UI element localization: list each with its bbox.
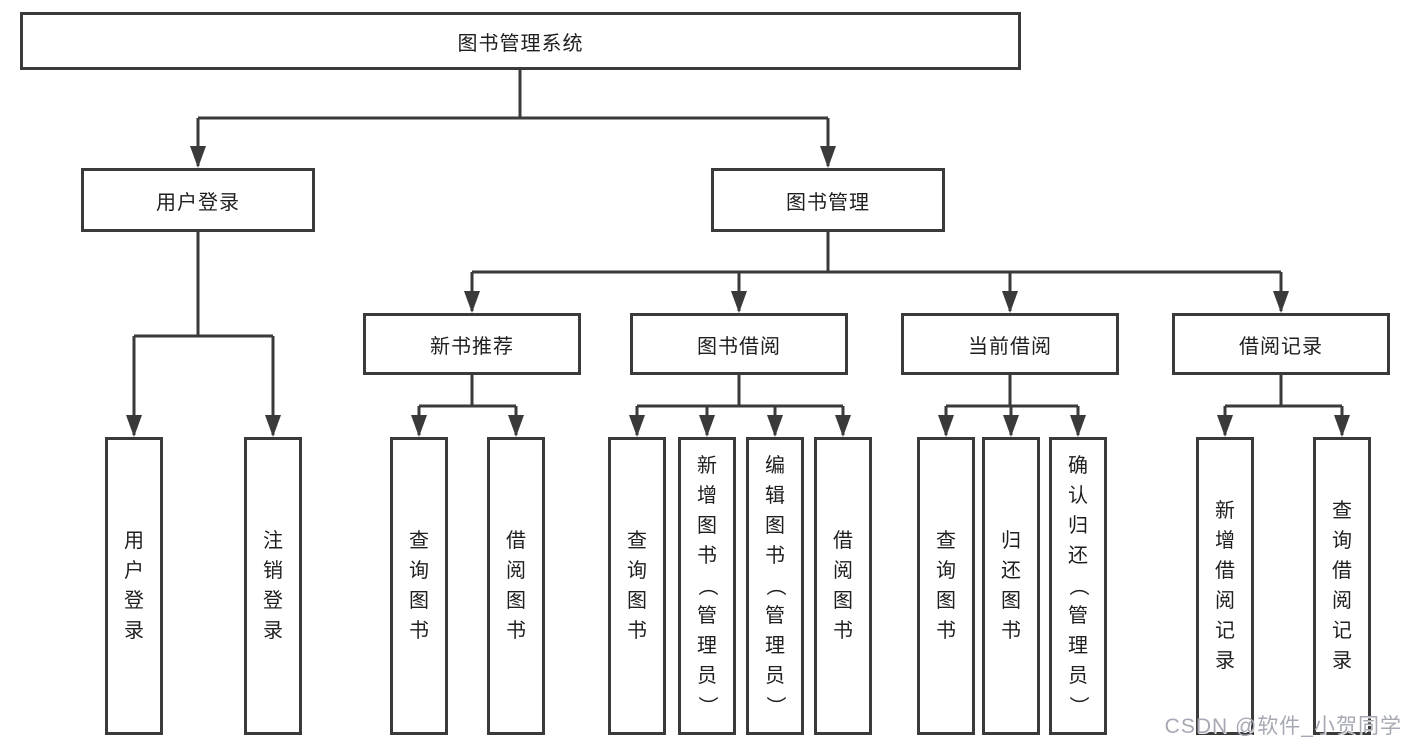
node-label: 借阅记录	[1239, 335, 1323, 358]
leaf-confirm-return-admin: 确认归还（管理员）	[1049, 437, 1107, 735]
leaf-borrow-books-borrowing: 借阅图书	[814, 437, 872, 735]
watermark: CSDN @软件_小贺同学	[1164, 715, 1402, 738]
node-new-book-recommend: 新书推荐	[363, 313, 581, 375]
node-label: 借阅图书	[506, 530, 526, 642]
node-book-management: 图书管理	[711, 168, 945, 232]
node-label: 图书管理系统	[457, 32, 584, 55]
leaf-add-book-admin: 新增图书（管理员）	[678, 437, 736, 735]
node-label: 图书管理	[786, 191, 870, 214]
node-label: 编辑图书（管理员）	[764, 455, 786, 716]
node-label: 查询图书	[409, 530, 429, 642]
arrowhead-icons	[126, 146, 1350, 437]
connector-path	[132, 70, 1344, 435]
node-label: 查询图书	[936, 530, 956, 642]
leaf-query-books-recommend: 查询图书	[390, 437, 448, 735]
node-label: 新书推荐	[430, 335, 514, 358]
leaf-borrow-books-recommend: 借阅图书	[487, 437, 545, 735]
node-label: 图书借阅	[697, 335, 781, 358]
node-current-borrowing: 当前借阅	[901, 313, 1119, 375]
node-label: 新增图书（管理员）	[696, 455, 718, 716]
leaf-return-book: 归还图书	[982, 437, 1040, 735]
node-label: 新增借阅记录	[1215, 500, 1235, 672]
node-root: 图书管理系统	[20, 12, 1021, 70]
node-label: 用户登录	[156, 191, 240, 214]
leaf-query-books-current: 查询图书	[917, 437, 975, 735]
leaf-edit-book-admin: 编辑图书（管理员）	[746, 437, 804, 735]
node-label: 当前借阅	[968, 335, 1052, 358]
leaf-add-borrow-record: 新增借阅记录	[1196, 437, 1254, 735]
node-label: 查询图书	[627, 530, 647, 642]
node-label: 归还图书	[1001, 530, 1021, 642]
node-label: 查询借阅记录	[1332, 500, 1352, 672]
leaf-logout: 注销登录	[244, 437, 302, 735]
leaf-query-books-borrowing: 查询图书	[608, 437, 666, 735]
node-book-borrowing: 图书借阅	[630, 313, 848, 375]
leaf-user-login: 用户登录	[105, 437, 163, 735]
node-label: 确认归还（管理员）	[1067, 455, 1089, 716]
node-borrowing-records: 借阅记录	[1172, 313, 1390, 375]
node-label: 注销登录	[263, 530, 283, 642]
node-label: 借阅图书	[833, 530, 853, 642]
leaf-query-borrow-record: 查询借阅记录	[1313, 437, 1371, 735]
node-label: 用户登录	[124, 530, 144, 642]
node-user-login: 用户登录	[81, 168, 315, 232]
